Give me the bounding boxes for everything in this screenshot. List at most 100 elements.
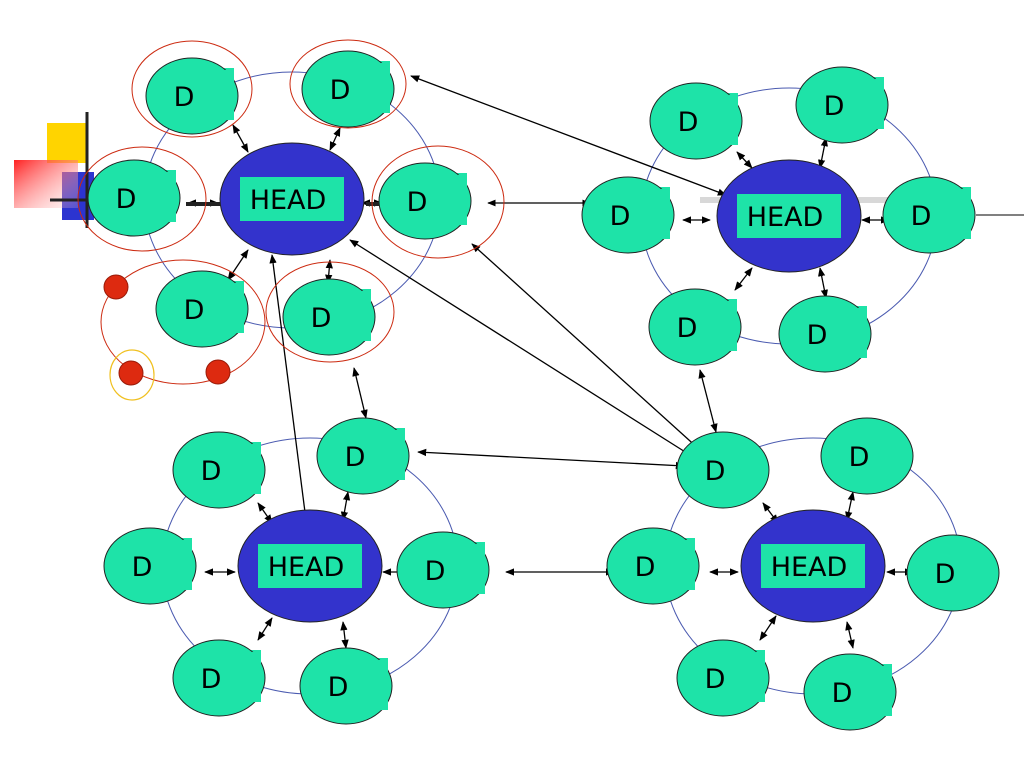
node-tab-overlay xyxy=(144,172,176,222)
head-node-top-right: HEAD xyxy=(716,159,862,273)
head-label-bg xyxy=(258,544,362,588)
node-label: D xyxy=(807,320,828,351)
node-tab-overlay xyxy=(356,660,388,710)
node-label: D xyxy=(328,672,349,703)
intra-link-top-right-4 xyxy=(734,267,753,291)
node-tab-overlay xyxy=(435,175,467,225)
node-label: D xyxy=(201,456,222,487)
node-tab-overlay xyxy=(860,666,892,716)
data-node-top-right-5: D xyxy=(778,295,872,373)
node-label: D xyxy=(201,664,222,695)
mobile-group-outline xyxy=(100,259,266,385)
link-tl-node-to-bl-node xyxy=(352,367,368,419)
data-node-bottom-right-2: D xyxy=(606,527,700,605)
data-node-top-left-1: D xyxy=(301,50,395,128)
data-node-bottom-left-5: D xyxy=(299,647,393,725)
intra-link-bottom-left-4 xyxy=(257,617,273,641)
node-label: D xyxy=(935,559,956,590)
node-tab-overlay xyxy=(663,540,695,590)
node-label: D xyxy=(311,303,332,334)
node-tab-overlay xyxy=(733,652,765,702)
node-label: D xyxy=(677,313,698,344)
node-tab-overlay xyxy=(939,189,971,239)
data-node-bottom-left-4: D xyxy=(172,639,266,717)
node-label: D xyxy=(132,552,153,583)
head-label: HEAD xyxy=(268,552,345,583)
decor-yellow-square xyxy=(47,123,87,163)
node-label: D xyxy=(116,184,137,215)
link-tl-node-to-tr-head xyxy=(410,75,727,196)
data-node-top-right-4: D xyxy=(648,288,742,366)
link-tl-head-to-bl-head xyxy=(269,254,309,521)
link-tl-node-to-br-node xyxy=(471,243,701,451)
data-node-top-left-3: D xyxy=(378,162,472,240)
red-outlines xyxy=(77,39,505,363)
node-tab-overlay xyxy=(852,79,884,129)
data-node-top-left-4: D xyxy=(155,270,249,348)
red-outline-2 xyxy=(77,146,207,252)
node-label: D xyxy=(678,107,699,138)
link-tr-node-to-br-node xyxy=(698,369,718,433)
node-label: D xyxy=(407,187,428,218)
intra-link-top-right-5 xyxy=(818,267,828,299)
node-tab-overlay xyxy=(835,308,867,358)
data-node-bottom-left-1: D xyxy=(316,417,410,495)
intra-link-top-left-4 xyxy=(227,249,249,281)
data-node-bottom-right-1: D xyxy=(820,417,914,495)
intra-link-top-right-1 xyxy=(818,137,828,169)
data-node-top-left-2: D xyxy=(87,159,181,237)
data-node-bottom-right-3: D xyxy=(906,534,1000,612)
node-label: D xyxy=(705,664,726,695)
mobile-dot-0 xyxy=(103,274,129,300)
node-tab-overlay xyxy=(373,430,405,480)
node-label: D xyxy=(705,456,726,487)
node-tab-overlay xyxy=(453,544,485,594)
node-label: D xyxy=(184,295,205,326)
intra-link-bottom-left-1 xyxy=(340,491,351,521)
head-label: HEAD xyxy=(250,185,327,216)
node-label: D xyxy=(832,678,853,709)
node-tab-overlay xyxy=(638,189,670,239)
node-tab-overlay xyxy=(212,283,244,333)
red-outline-0 xyxy=(131,40,253,138)
node-label: D xyxy=(330,75,351,106)
node-label: D xyxy=(911,201,932,232)
node-tab-overlay xyxy=(160,540,192,590)
head-label: HEAD xyxy=(771,552,848,583)
red-outline-1 xyxy=(289,39,407,129)
node-label: D xyxy=(425,556,446,587)
node-label: D xyxy=(174,82,195,113)
data-node-top-left-0: D xyxy=(145,57,239,135)
head-node-bottom-right: HEAD xyxy=(740,509,886,623)
link-bl-node-to-br-node xyxy=(417,448,685,470)
link-tl-head-to-br-node xyxy=(349,239,691,456)
head-label-bg xyxy=(761,544,865,588)
data-node-bottom-right-5: D xyxy=(803,653,897,731)
node-label: D xyxy=(635,552,656,583)
data-node-top-right-3: D xyxy=(882,176,976,254)
node-tab-overlay xyxy=(705,301,737,351)
intra-link-bottom-right-1 xyxy=(845,491,855,521)
node-tab-overlay xyxy=(339,291,371,341)
head-node-top-left: HEAD xyxy=(219,142,365,256)
red-outline-4 xyxy=(265,261,395,363)
node-tab-overlay xyxy=(229,652,261,702)
node-label: D xyxy=(824,91,845,122)
head-label-bg xyxy=(737,194,841,238)
data-node-bottom-left-2: D xyxy=(103,527,197,605)
mobile-dot-yellow-ring xyxy=(109,349,155,401)
node-tab-overlay xyxy=(706,95,738,145)
mobile-dot-1 xyxy=(118,360,144,386)
node-ellipse xyxy=(676,431,770,509)
data-node-bottom-left-3: D xyxy=(396,531,490,609)
mobile-nodes-group xyxy=(100,259,266,401)
data-node-top-left-5: D xyxy=(282,278,376,356)
node-tab-overlay xyxy=(202,70,234,120)
node-tab-overlay xyxy=(358,63,390,113)
data-node-bottom-right-4: D xyxy=(676,639,770,717)
head-label-bg xyxy=(240,177,344,221)
data-node-top-right-0: D xyxy=(649,82,743,160)
intra-link-top-left-1 xyxy=(329,127,341,151)
data-node-bottom-left-0: D xyxy=(172,431,266,509)
